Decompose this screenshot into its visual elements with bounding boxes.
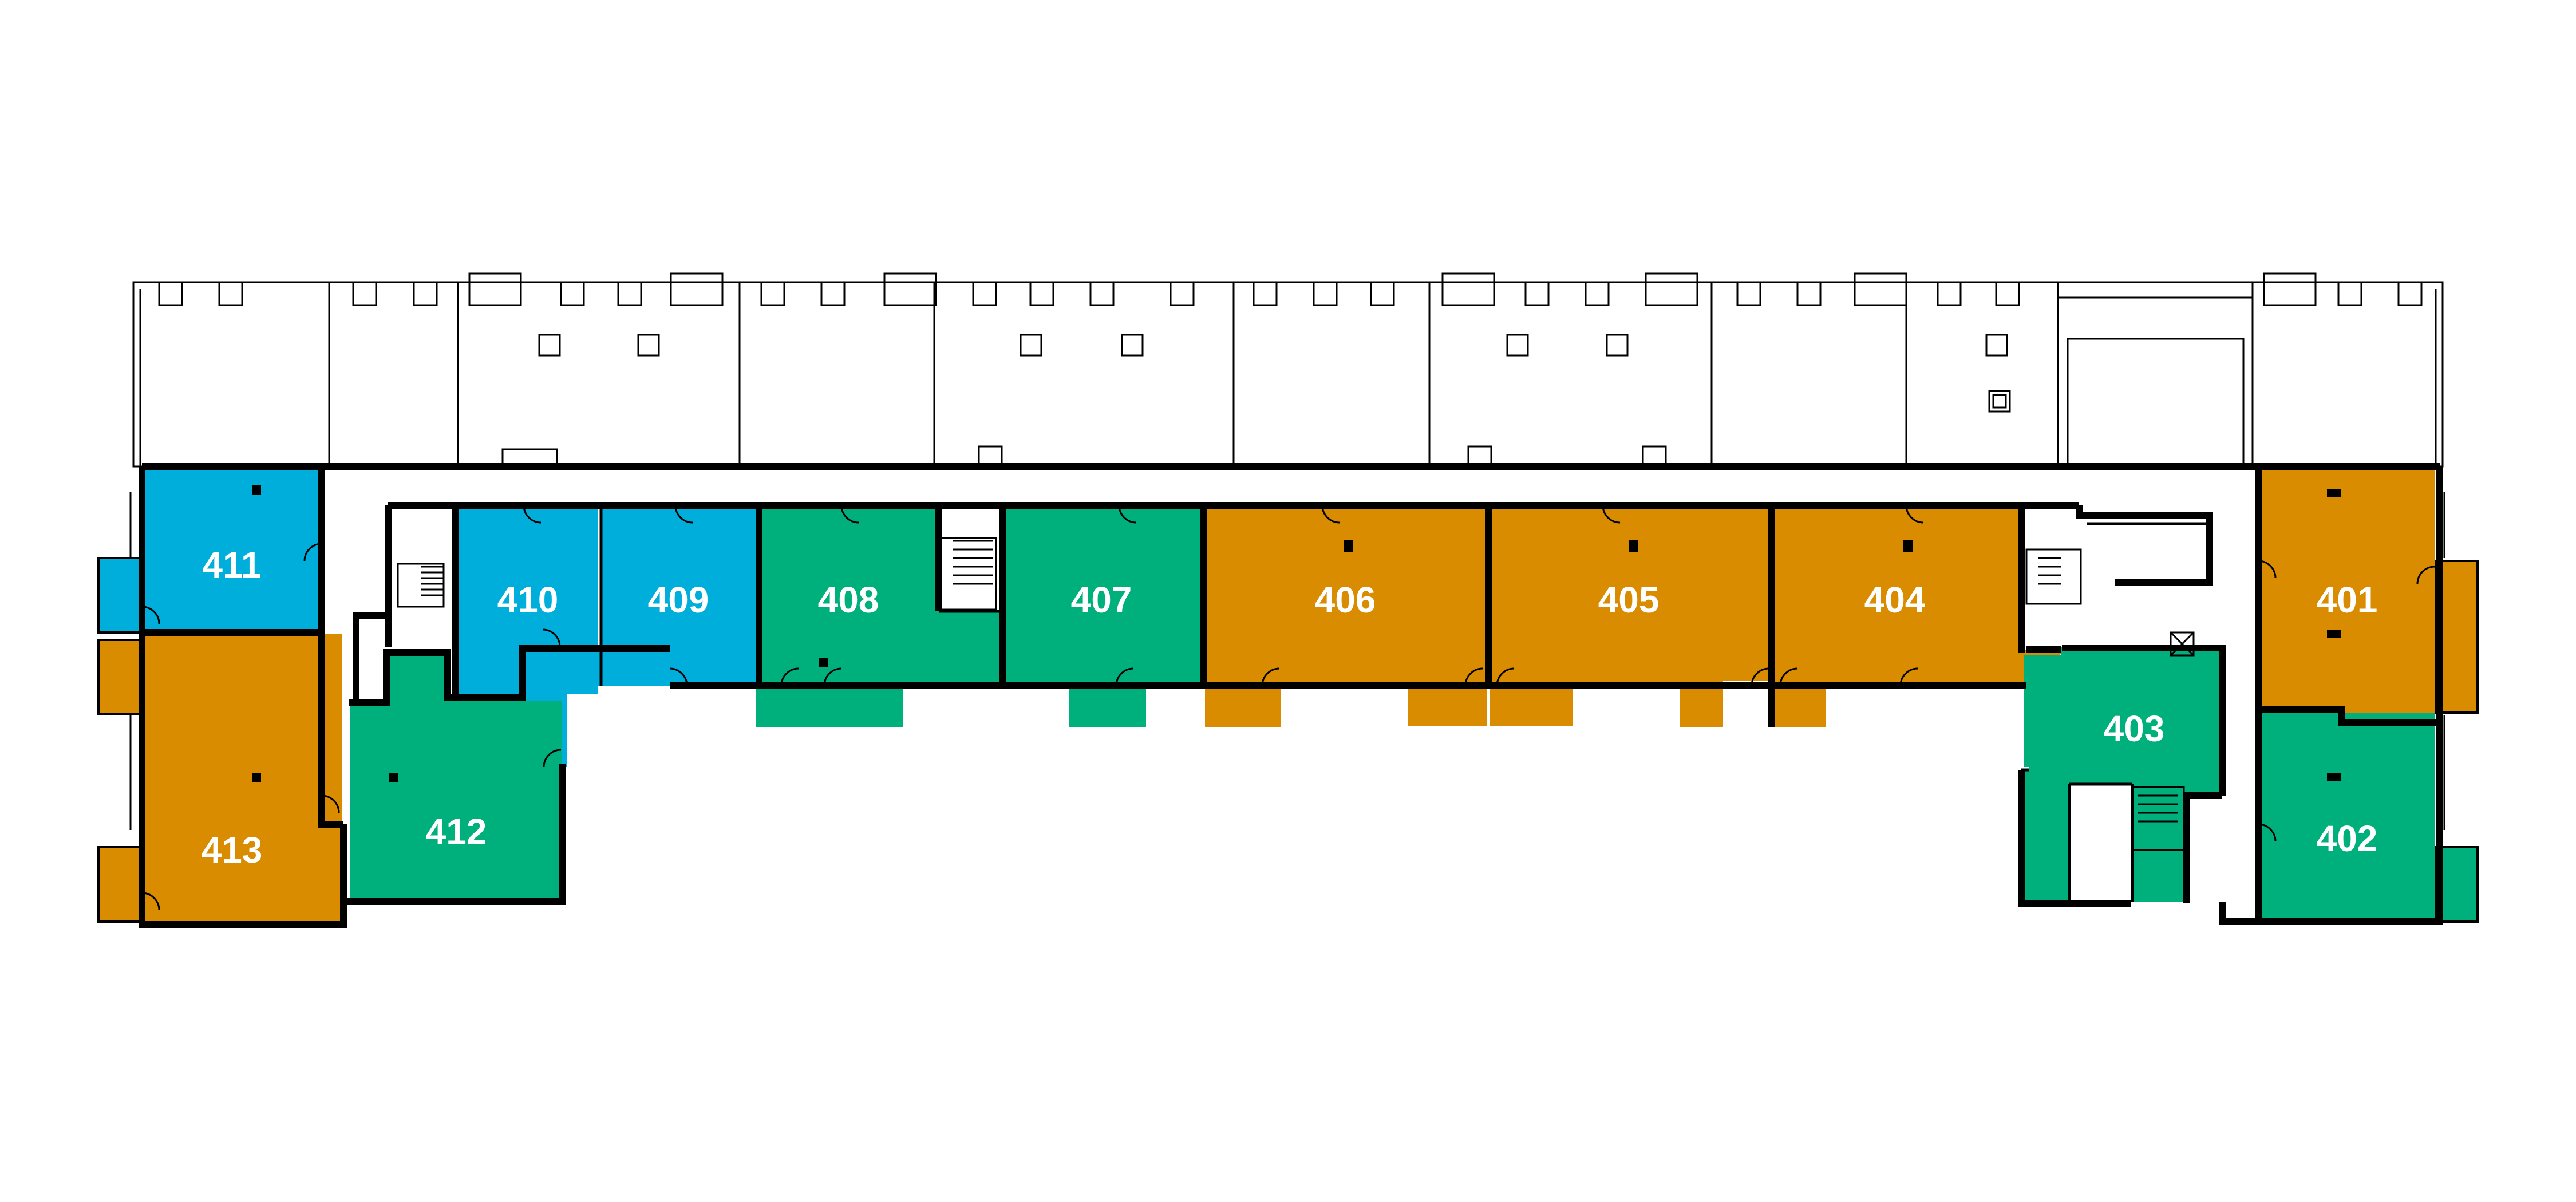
unit-label-409: 409	[648, 579, 709, 620]
unit-label-404: 404	[1864, 579, 1926, 620]
unit-402[interactable]	[2258, 713, 2435, 922]
piers	[252, 485, 2341, 782]
unit-label-412: 412	[426, 811, 487, 852]
unit-413[interactable]	[142, 634, 342, 922]
unit-403[interactable]	[2021, 647, 2221, 902]
unit-408[interactable]	[756, 505, 1001, 727]
unit-401[interactable]	[2258, 470, 2435, 722]
unit-label-405: 405	[1598, 579, 1660, 620]
unit-label-411: 411	[202, 544, 261, 586]
terrace-strip	[132, 272, 2444, 468]
unit-412-nook	[522, 701, 562, 769]
unit-411[interactable]	[142, 470, 322, 630]
unit-405[interactable]	[1490, 505, 1770, 727]
unit-label-413: 413	[202, 829, 263, 871]
unit-404[interactable]	[1773, 505, 2064, 727]
unit-label-407: 407	[1071, 579, 1132, 620]
unit-label-410: 410	[497, 579, 559, 620]
unit-label-403: 403	[2104, 708, 2165, 749]
unit-label-401: 401	[2317, 579, 2378, 620]
walls	[139, 463, 2443, 928]
unit-label-408: 408	[818, 579, 879, 620]
doors	[141, 505, 2435, 911]
unit-406[interactable]	[1205, 505, 1487, 727]
unit-label-402: 402	[2317, 818, 2378, 859]
unit-labels: 411 410 409 408 407 406 405 404 401 413 …	[202, 544, 2378, 871]
unit-407[interactable]	[1003, 505, 1202, 727]
stairs	[397, 537, 2195, 851]
unit-412[interactable]	[350, 651, 561, 902]
unit-label-406: 406	[1315, 579, 1376, 620]
